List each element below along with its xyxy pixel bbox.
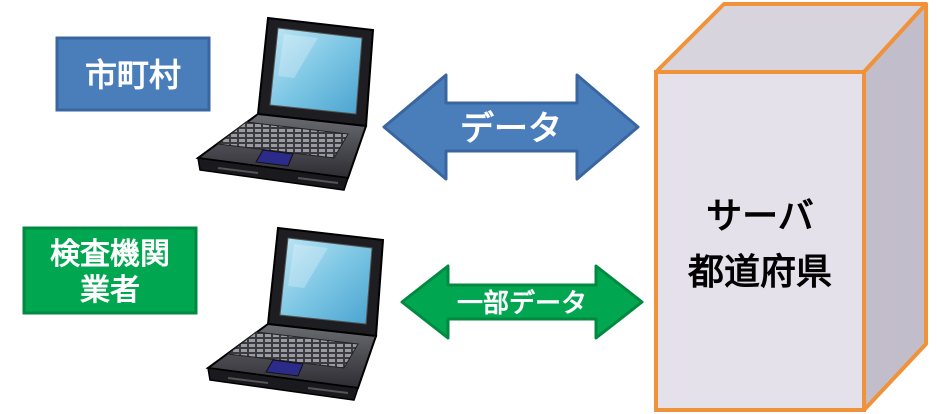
inspection-agency-label-box (22, 226, 198, 315)
laptop-icon (207, 227, 384, 401)
client-municipality: 市町村 (55, 36, 211, 112)
partial-data-arrow: 一部データ (400, 264, 644, 340)
municipality-label-box (55, 36, 211, 112)
server-side-face (862, 2, 928, 412)
server-title: サーバ (706, 196, 814, 237)
inspection-agency-label-line2: 業者 (80, 273, 140, 308)
data-arrow: データ (382, 73, 640, 181)
partial-data-arrow-label: 一部データ (457, 288, 587, 319)
laptop-icon (197, 17, 374, 191)
server-subtitle: 都道府県 (687, 251, 832, 293)
inspection-agency-label-line1: 検査機関 (50, 237, 170, 272)
data-arrow-label: データ (460, 109, 562, 149)
client-inspection-agency: 検査機関 業者 (22, 226, 198, 315)
municipality-label: 市町村 (85, 56, 181, 94)
server-box: サーバ 都道府県 (654, 2, 928, 412)
server-front-face (654, 70, 866, 412)
